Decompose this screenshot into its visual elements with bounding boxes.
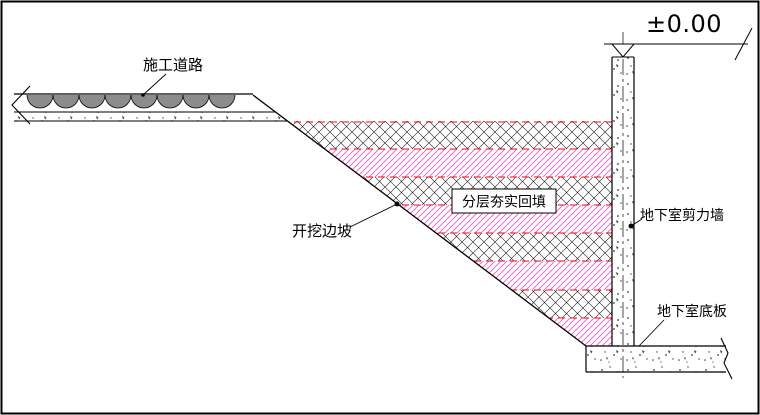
- backfill-layer-band: [286, 177, 613, 205]
- backfill-layer-band: [286, 290, 613, 318]
- basement-floor-slab: [585, 337, 733, 380]
- right-break-mark: [734, 27, 753, 61]
- backfill-layer-band: [286, 149, 613, 177]
- excavation-slope-line: [252, 94, 587, 347]
- backfill-layer-band: [286, 318, 613, 346]
- backfill-layer-band: [286, 261, 613, 290]
- elevation-marker-triangle: [610, 43, 636, 58]
- elevation-marker: [604, 27, 753, 61]
- backfill-layer-band: [286, 121, 613, 149]
- slab-break-mark: [720, 337, 733, 380]
- backfill-label: 分层夯实回填: [462, 195, 546, 211]
- basement-shear-wall: [611, 32, 635, 378]
- construction-road-leader-dot: [141, 93, 145, 97]
- excavation-slope-label: 开挖边坡: [292, 222, 352, 240]
- backfill-label-box: [451, 188, 557, 214]
- elevation-label: ±0.00: [646, 10, 722, 38]
- excavation-slope-leader: [349, 203, 398, 228]
- construction-road-label: 施工道路: [143, 56, 203, 74]
- shear-wall-leader-dot: [628, 223, 634, 229]
- construction-road-leader: [142, 73, 167, 96]
- left-break-mark: [11, 85, 31, 125]
- road-subgrade-strip: [14, 112, 288, 121]
- shear-wall-label: 地下室剪力墙: [640, 207, 724, 224]
- floor-slab-label: 地下室底板: [657, 303, 727, 320]
- construction-road: [11, 85, 288, 125]
- slab-concrete-fill: [586, 346, 726, 372]
- road-scallops: [26, 95, 236, 109]
- leader-lines: [141, 73, 665, 347]
- floor-slab-leader: [638, 319, 665, 347]
